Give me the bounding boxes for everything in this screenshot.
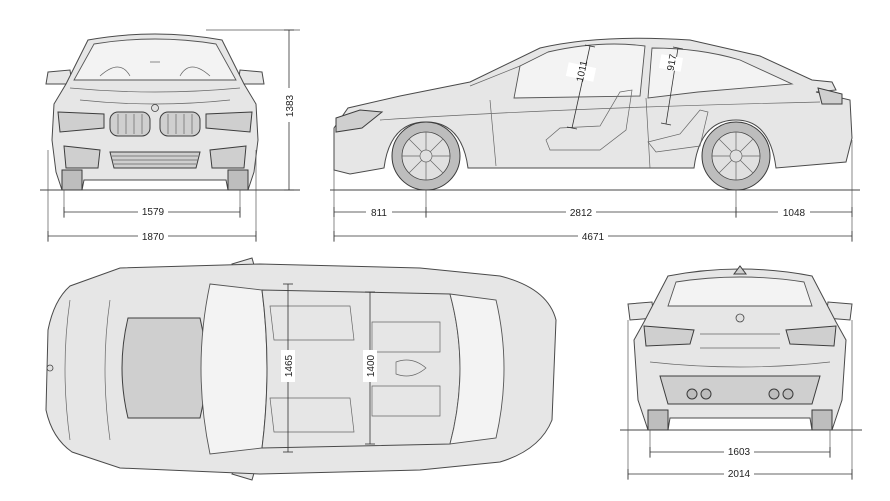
front-width-label: 1870 <box>142 232 165 243</box>
rear-window <box>667 276 813 307</box>
side-headlight <box>335 109 384 133</box>
right-kidney-grille <box>159 111 201 137</box>
left-taillight <box>643 325 695 347</box>
length-label: 4671 <box>582 232 605 243</box>
rear-view: 1603 2014 <box>620 265 862 480</box>
right-taillight <box>785 325 837 347</box>
exhaust-tip-3 <box>768 388 780 400</box>
rear-badge-icon <box>735 313 745 323</box>
right-headlight <box>205 111 253 133</box>
rear-left-tyre <box>647 409 669 431</box>
wheelbase-label: 2812 <box>570 208 593 219</box>
front-badge-icon <box>151 104 159 112</box>
front-overhang-label: 811 <box>371 208 387 219</box>
left-kidney-grille <box>109 111 151 137</box>
top-rear-window <box>449 293 505 445</box>
front-track-label: 1579 <box>142 207 165 218</box>
shark-fin-antenna-icon <box>733 265 747 275</box>
hood-power-dome <box>121 317 207 419</box>
interior-width-front-label: 1465 <box>284 354 295 377</box>
exhaust-tip-4 <box>782 388 794 400</box>
front-view: 1383 1579 1870 <box>40 29 300 243</box>
top-badge-icon <box>46 364 54 372</box>
top-view: 1465 1400 <box>45 257 557 481</box>
side-taillight <box>817 87 843 105</box>
front-windshield <box>73 38 237 81</box>
front-left-tyre <box>61 169 83 191</box>
side-rear-window <box>647 47 794 99</box>
interior-width-rear-label: 1400 <box>366 354 377 377</box>
headroom-front-label: 1011 <box>575 59 590 83</box>
rear-diffuser <box>659 375 821 405</box>
side-view: 1011 917 811 2812 1048 4671 <box>330 37 860 243</box>
exhaust-tip-2 <box>700 388 712 400</box>
front-seat-outline <box>545 89 633 151</box>
exhaust-tip-1 <box>686 388 698 400</box>
rear-track-label: 1603 <box>728 447 751 458</box>
front-right-tyre <box>227 169 249 191</box>
width-with-mirrors-label: 2014 <box>728 469 751 480</box>
right-air-intake <box>209 145 247 169</box>
rear-overhang-label: 1048 <box>783 208 806 219</box>
height-label: 1383 <box>285 94 296 117</box>
left-air-intake <box>63 145 101 169</box>
rear-right-tyre <box>811 409 833 431</box>
left-headlight <box>57 111 105 133</box>
rear-seat-outline <box>647 109 709 153</box>
gear-lever-icon <box>395 359 427 377</box>
headroom-rear-label: 917 <box>666 53 680 72</box>
top-windshield <box>200 283 268 455</box>
